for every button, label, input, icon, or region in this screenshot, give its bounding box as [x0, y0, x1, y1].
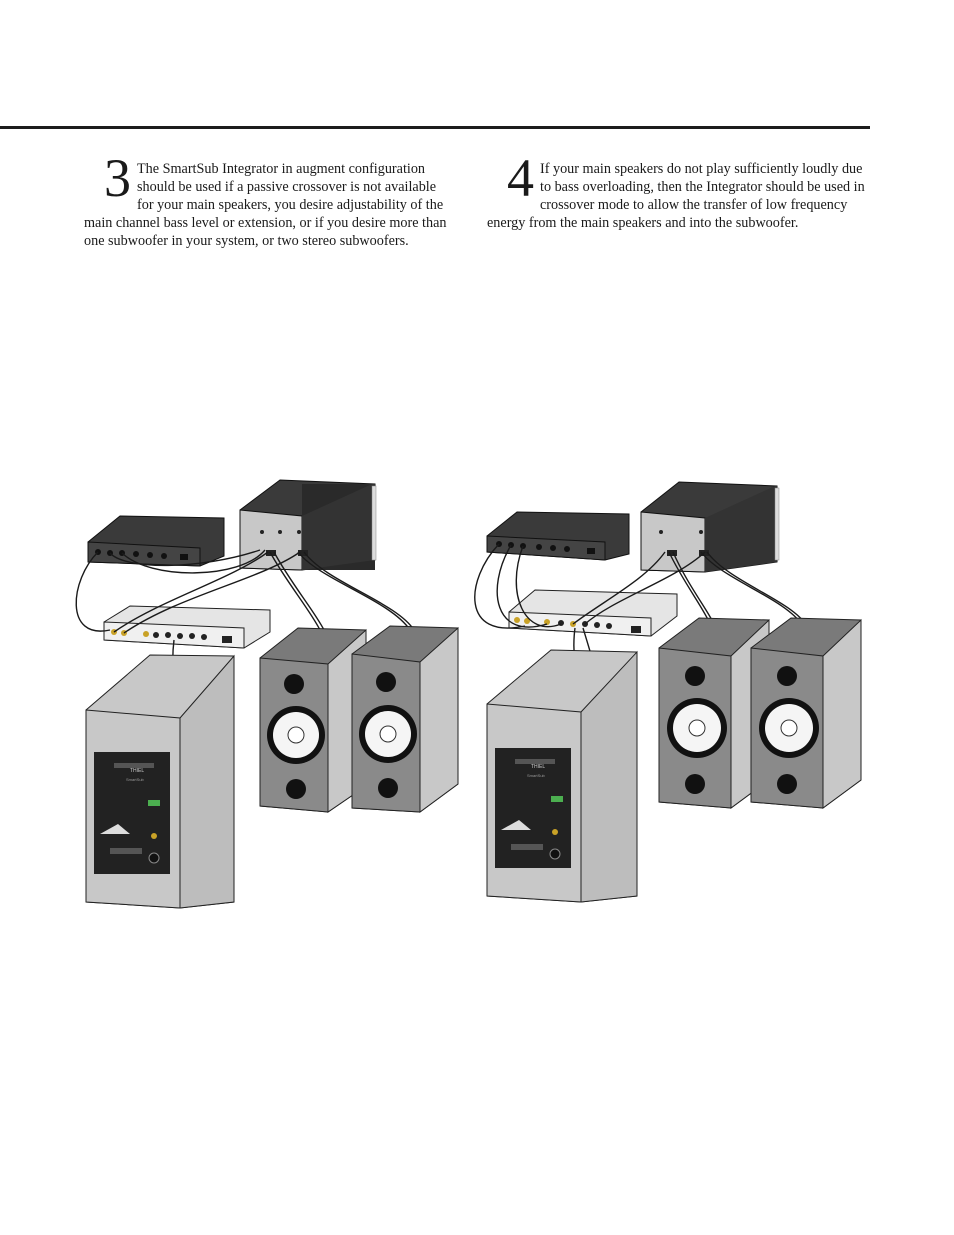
- sub-brand-label: THIEL: [531, 764, 545, 770]
- amplifier: [239, 479, 377, 571]
- header-rule: [0, 126, 870, 129]
- right-speaker: [351, 625, 459, 813]
- left-speaker: [259, 627, 367, 813]
- augment-configuration-diagram: THIEL SmartSub: [75, 479, 459, 909]
- subwoofer: THIEL SmartSub: [486, 649, 638, 903]
- amplifier: [640, 481, 780, 573]
- sub-model-label: SmartSub: [126, 777, 145, 782]
- preamp: [486, 511, 630, 561]
- left-speaker: [658, 617, 770, 809]
- preamp: [87, 515, 225, 567]
- sub-model-label: SmartSub: [527, 773, 546, 778]
- section-3-body: The SmartSub Integrator in augment confi…: [84, 161, 447, 249]
- section-4-number: 4: [507, 148, 534, 208]
- integrator: [103, 605, 271, 649]
- right-speaker: [750, 617, 862, 809]
- integrator: [508, 589, 678, 637]
- sub-brand-label: THIEL: [130, 768, 144, 774]
- crossover-configuration-diagram: THIEL SmartSub: [474, 481, 862, 903]
- section-3-number: 3: [104, 148, 131, 208]
- subwoofer: THIEL SmartSub: [85, 654, 235, 909]
- section-4-body: If your main speakers do not play suffic…: [487, 161, 865, 231]
